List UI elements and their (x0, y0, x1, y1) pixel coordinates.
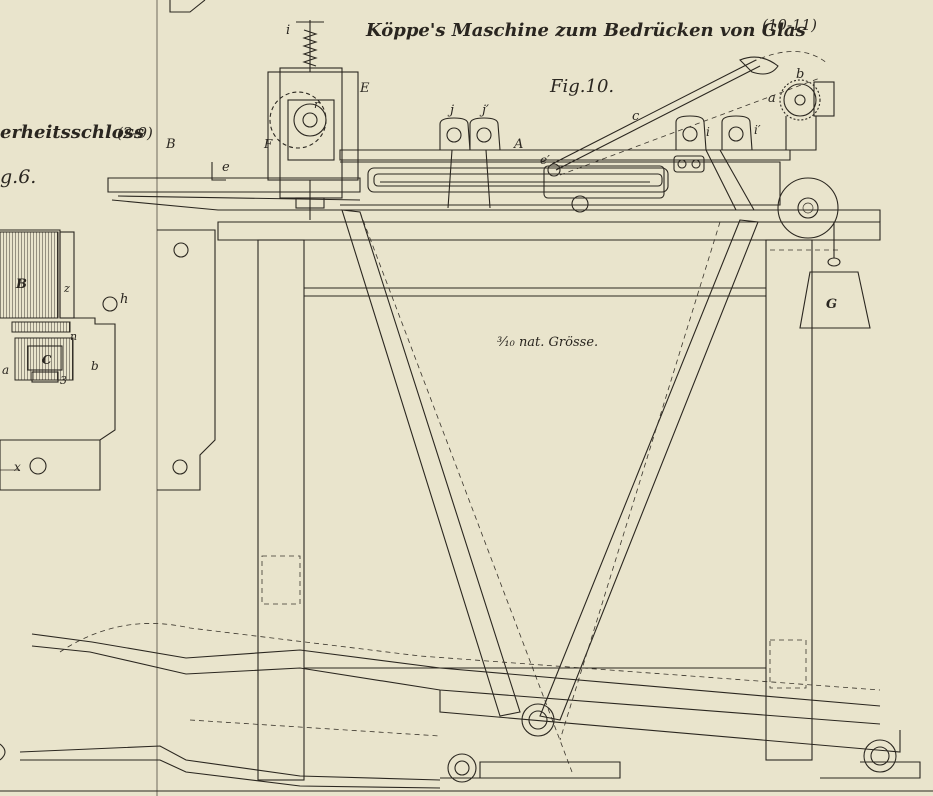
label-e-prime: e′ (540, 153, 550, 167)
press-machine-drawing (0, 20, 921, 789)
weight-G (799, 271, 871, 329)
label-i-a: i (706, 125, 710, 139)
left-figure-fragment (0, 0, 216, 491)
fig-label: Fig.10. (549, 76, 614, 97)
label-j-prime: j′ (479, 103, 489, 118)
label-e: e (222, 160, 230, 175)
left-label-z: z (63, 282, 70, 295)
left-label-b: b (91, 359, 99, 373)
table-leg-left (257, 239, 305, 781)
left-hole-x (29, 457, 47, 475)
hatched-bolt-B (0, 231, 59, 319)
table-top (217, 221, 881, 241)
main-title-ref: (10-11) (762, 16, 817, 34)
label-F: F (263, 137, 273, 151)
label-i-prime: i′ (754, 123, 761, 137)
label-i-top: i (286, 23, 290, 38)
scale-note: ³⁄₁₀ nat. Grösse. (497, 335, 598, 350)
left-title-fragment: erheitsschloss (0, 122, 144, 143)
main-title: Köppe's Maschine zum Bedrücken von Glas (365, 20, 806, 41)
label-j: j (447, 103, 454, 118)
left-label-n: n (70, 330, 77, 343)
left-label-B: B (15, 277, 27, 292)
left-hole-top (173, 242, 189, 258)
label-A: A (513, 137, 523, 152)
left-label-x: x (14, 460, 21, 474)
table-leg-right (765, 239, 813, 761)
label-B: B (165, 137, 176, 152)
label-r: r (314, 98, 320, 111)
label-a: a (768, 91, 776, 106)
left-label-3: 3 (60, 374, 67, 387)
label-c: c (632, 109, 640, 124)
label-G: G (826, 297, 837, 312)
left-hole-h (102, 296, 118, 312)
left-fig-label: g.6. (0, 166, 36, 188)
left-label-a: a (2, 363, 9, 377)
left-title-ref: (2-9) (117, 124, 153, 142)
label-b: b (796, 67, 804, 82)
label-E: E (359, 81, 370, 96)
left-hole-bottom (172, 459, 188, 475)
left-label-C: C (42, 353, 52, 367)
left-label-h: h (120, 292, 128, 307)
